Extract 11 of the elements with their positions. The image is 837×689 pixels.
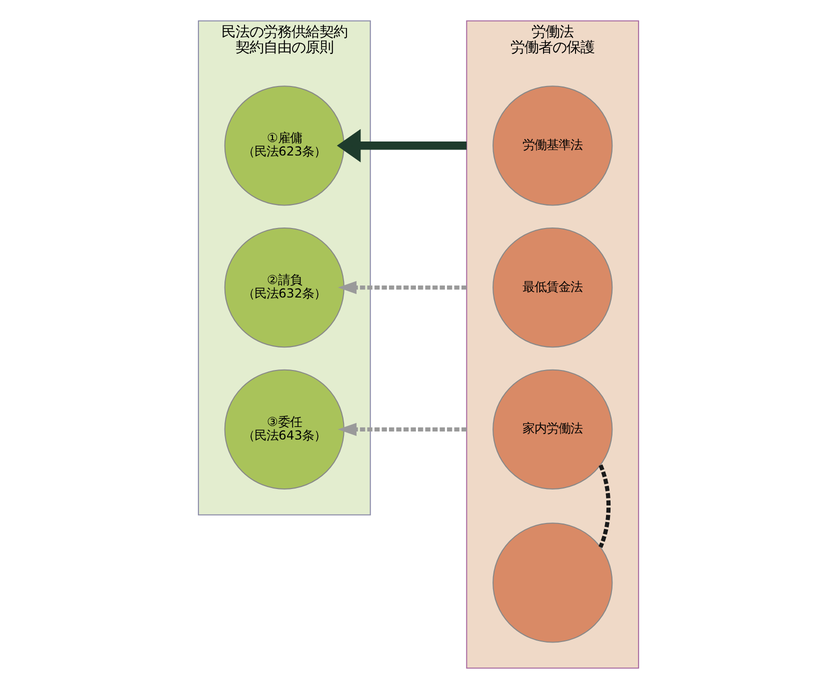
node-circle: 最低賃金法	[492, 227, 613, 348]
arrow	[338, 422, 467, 436]
node-circle: ③委任 （民法643条）	[224, 369, 344, 490]
node-circle: ①雇傭 （民法623条）	[224, 86, 344, 206]
node-circle	[492, 522, 613, 643]
connector	[598, 464, 611, 548]
node-circle: 家内労働法	[492, 369, 613, 490]
node-circle: 労働基準法	[492, 86, 613, 206]
node-circle: ②請負 （民法632条）	[224, 227, 344, 348]
arrow	[338, 281, 467, 294]
arrow	[336, 129, 467, 162]
